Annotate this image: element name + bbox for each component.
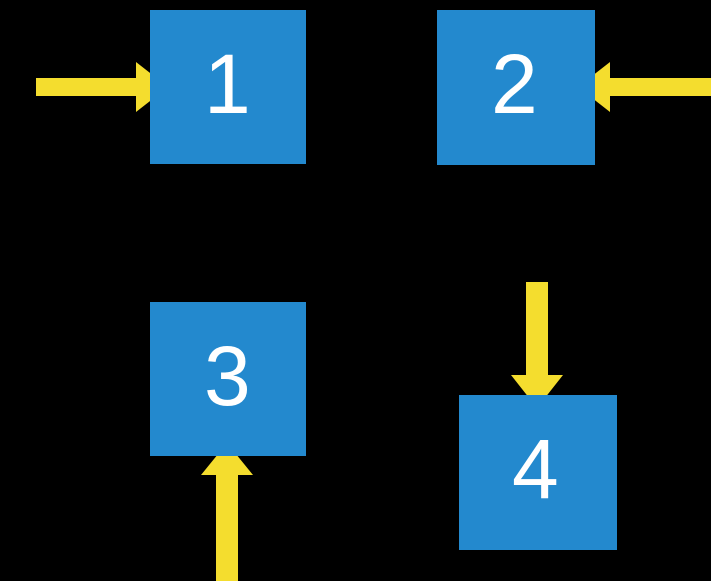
node-label-1: 1 [204,37,251,131]
arrow-down-into-box-4 [511,282,563,408]
node-box-1[interactable] [150,10,306,164]
node-label-3: 3 [204,329,251,423]
node-label-2: 2 [491,37,538,131]
arrow-up-into-box-3 [201,443,253,581]
arrow-right-into-box-1 [36,62,168,112]
arrow-left-into-box-2 [578,62,711,112]
node-label-4: 4 [512,422,559,516]
node-box-4[interactable] [459,395,617,550]
node-box-2[interactable] [437,10,595,165]
node-box-3[interactable] [150,302,306,456]
